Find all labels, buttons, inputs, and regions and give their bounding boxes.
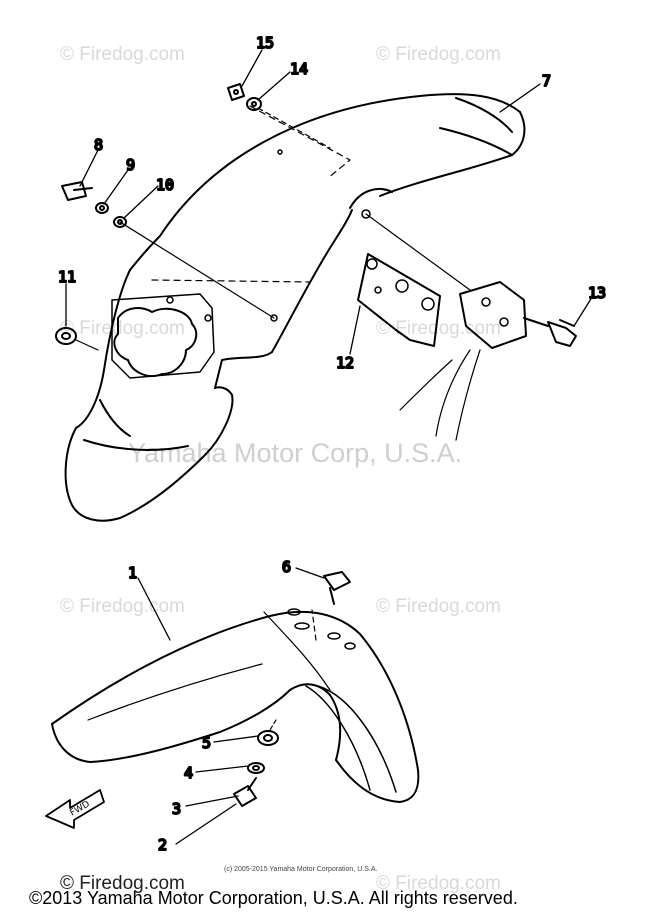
watermark-mid-right: © Firedog.com bbox=[376, 318, 501, 339]
watermark-lower-left: © Firedog.com bbox=[60, 596, 185, 617]
washer-part-14 bbox=[246, 97, 331, 149]
callout-13: 13 bbox=[588, 284, 606, 302]
bottom-watermark: © Firedog.com bbox=[60, 873, 185, 894]
watermark-center: Yamaha Motor Corp, U.S.A. bbox=[128, 438, 463, 468]
watermark-lower-right: © Firedog.com bbox=[376, 596, 501, 617]
callout-4: 4 bbox=[184, 764, 193, 782]
watermark-top-right: © Firedog.com bbox=[376, 44, 501, 65]
watermark-mid-left: © Firedog.com bbox=[60, 318, 185, 339]
callout-9: 9 bbox=[126, 156, 135, 174]
callout-8: 8 bbox=[94, 136, 103, 154]
nut-part-10 bbox=[113, 216, 275, 319]
bracket-part-12 bbox=[357, 253, 441, 347]
callout-3: 3 bbox=[172, 800, 181, 818]
callout-10: 10 bbox=[156, 176, 174, 194]
small-copyright: (c) 2005-2015 Yamaha Motor Corporation, … bbox=[224, 866, 378, 873]
bracket-assembly bbox=[365, 213, 527, 441]
copyright-line: ©2013 Yamaha Motor Corporation, U.S.A. A… bbox=[29, 888, 518, 908]
front-fender bbox=[51, 608, 420, 803]
bolt-part-8 bbox=[61, 181, 93, 201]
bolt-part-6 bbox=[311, 571, 351, 641]
callout-1: 1 bbox=[128, 564, 137, 582]
callout-6: 6 bbox=[282, 558, 291, 576]
leader-lines bbox=[65, 49, 595, 845]
callout-14: 14 bbox=[290, 60, 308, 78]
bolt-part-2 bbox=[233, 777, 257, 807]
nut-part-15 bbox=[227, 83, 245, 101]
grommet-part-5 bbox=[257, 719, 279, 746]
washer-part-4 bbox=[247, 762, 265, 774]
rear-fender bbox=[64, 93, 526, 522]
callout-2: 2 bbox=[158, 836, 167, 854]
callout-11: 11 bbox=[58, 268, 76, 286]
fwd-arrow-icon: FWD bbox=[45, 789, 105, 829]
watermark-top-left: © Firedog.com bbox=[60, 44, 185, 65]
callout-15: 15 bbox=[256, 34, 274, 52]
grommet-part-11 bbox=[55, 327, 99, 351]
callout-numbers: 1 2 3 4 5 6 7 8 9 10 11 12 13 14 15 bbox=[57, 33, 607, 855]
callout-5: 5 bbox=[202, 734, 211, 752]
washer-part-9 bbox=[95, 202, 109, 214]
watermark-bottom-right: © Firedog.com bbox=[376, 873, 501, 894]
callout-12: 12 bbox=[336, 354, 354, 372]
callout-7: 7 bbox=[542, 72, 551, 90]
bolt-part-13 bbox=[523, 317, 577, 347]
